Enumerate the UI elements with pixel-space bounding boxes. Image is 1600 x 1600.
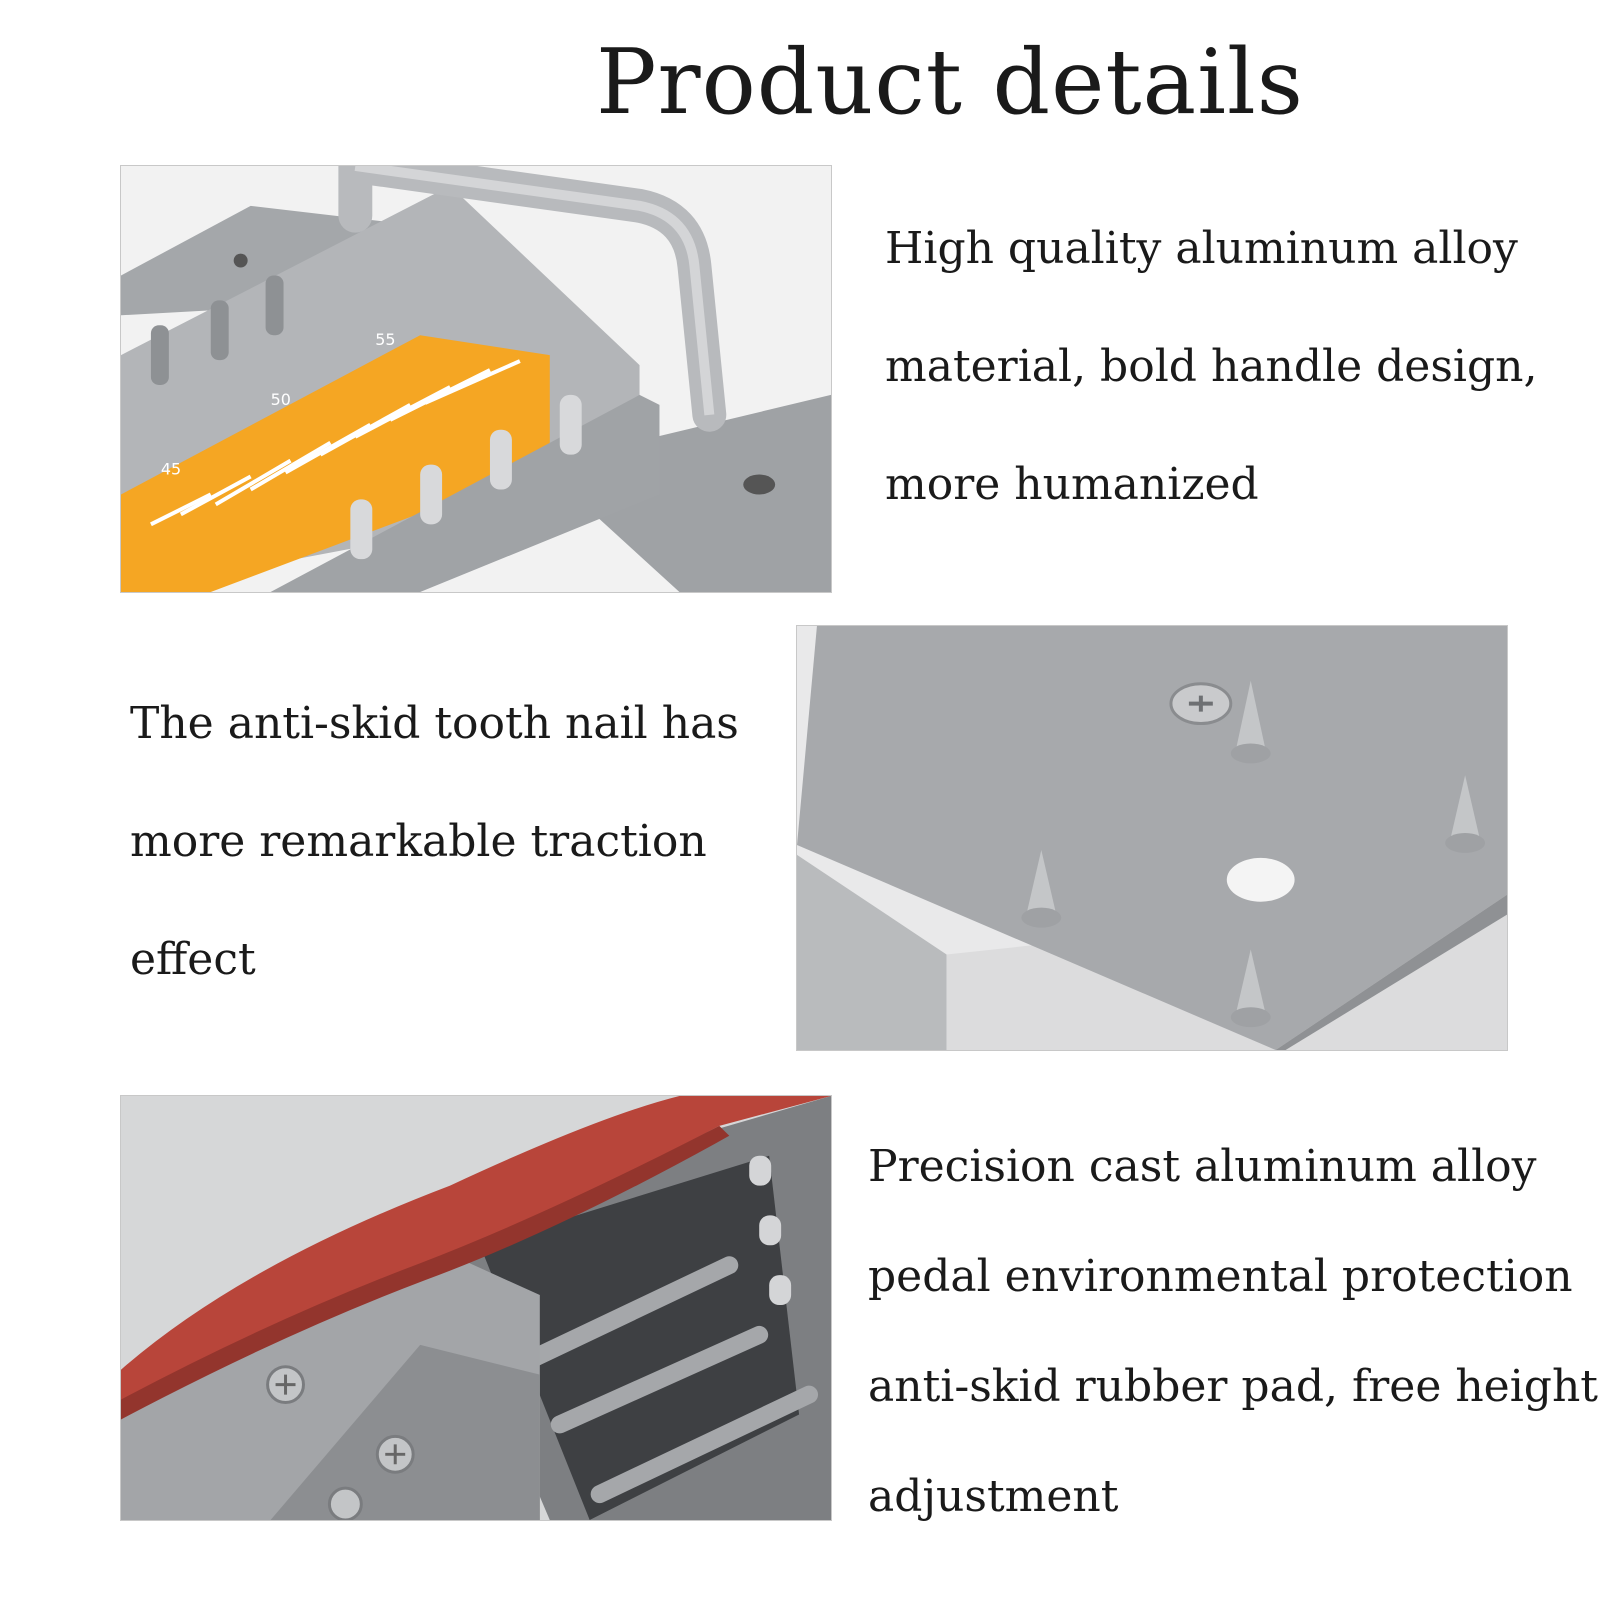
ruler-mark: 55 <box>375 330 395 349</box>
ruler-mark: 45 <box>161 460 181 479</box>
description-line: anti-skid rubber pad, free height <box>868 1361 1598 1412</box>
description-spikes: The anti-skid tooth nail has more remark… <box>130 665 790 1019</box>
description-line: effect <box>130 934 256 985</box>
description-line: material, bold handle design, <box>885 341 1538 392</box>
description-line: High quality aluminum alloy <box>885 223 1518 274</box>
page-title: Product details <box>596 30 1304 135</box>
description-line: more remarkable traction <box>130 816 707 867</box>
description-line: The anti-skid tooth nail has <box>130 698 739 749</box>
ruler-mark: 50 <box>271 390 291 409</box>
description-line: pedal environmental protection <box>868 1251 1573 1302</box>
description-line: Precision cast aluminum alloy <box>868 1141 1537 1192</box>
description-handle: High quality aluminum alloy material, bo… <box>885 190 1590 544</box>
product-image-handle: 45 50 55 <box>120 165 832 593</box>
description-line: more humanized <box>885 459 1259 510</box>
description-line: adjustment <box>868 1471 1119 1522</box>
product-image-spikes <box>796 625 1508 1051</box>
description-pedal: Precision cast aluminum alloy pedal envi… <box>868 1112 1598 1552</box>
product-image-pedal <box>120 1095 832 1521</box>
